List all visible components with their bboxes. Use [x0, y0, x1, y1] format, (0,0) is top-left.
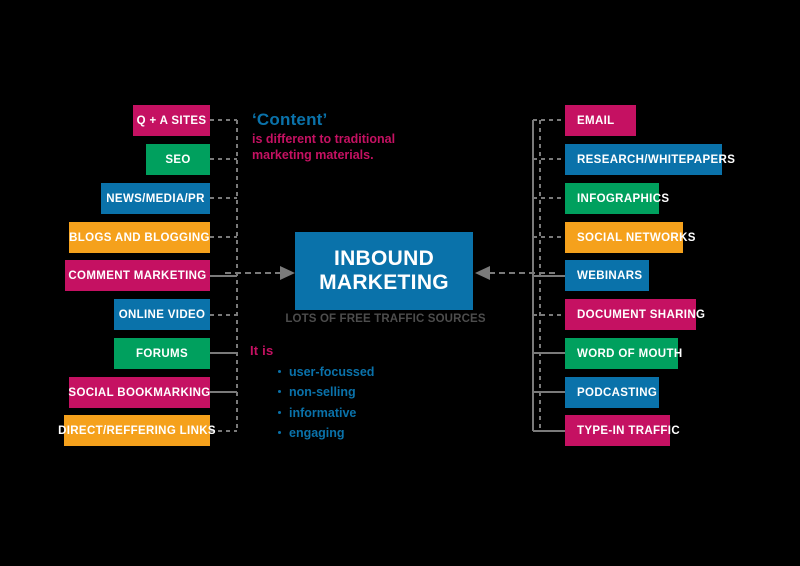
channel-right-infographics[interactable]: INFOGRAPHICS — [565, 183, 669, 214]
itis-bullet: user-focussed — [278, 362, 450, 382]
channel-label: NEWS/MEDIA/PR — [106, 192, 205, 205]
channel-right-email[interactable]: EMAIL — [565, 105, 636, 136]
channel-label: TYPE-IN TRAFFIC — [577, 424, 680, 437]
itis-bullet: engaging — [278, 423, 450, 443]
channel-label: PODCASTING — [577, 386, 658, 399]
channel-label: SEO — [165, 153, 191, 166]
channel-label: DIRECT/REFFERING LINKS — [58, 424, 216, 437]
itis-bullet-list: user-focussed non-selling informative en… — [250, 362, 450, 443]
channel-label: RESEARCH/WHITEPAPERS — [577, 153, 736, 166]
channel-right-type-in-traffic[interactable]: TYPE-IN TRAFFIC — [565, 415, 680, 446]
hub-subtitle: LOTS OF FREE TRAFFIC SOURCES — [285, 313, 486, 325]
channel-label: WEBINARS — [577, 269, 643, 282]
content-annotation: ‘Content’ is different to traditional ma… — [252, 110, 452, 163]
channel-left-direct-reffering-links[interactable]: DIRECT/REFFERING LINKS — [58, 415, 216, 446]
channel-label: SOCIAL BOOKMARKING — [68, 386, 211, 399]
channel-label: ONLINE VIDEO — [118, 308, 206, 321]
channel-right-podcasting[interactable]: PODCASTING — [565, 377, 659, 408]
channel-right-webinars[interactable]: WEBINARS — [565, 260, 649, 291]
channel-label: DOCUMENT SHARING — [577, 308, 706, 321]
channel-label: INFOGRAPHICS — [577, 192, 670, 205]
channel-right-research-whitepapers[interactable]: RESEARCH/WHITEPAPERS — [565, 144, 735, 175]
itis-bullet: non-selling — [278, 382, 450, 402]
channel-label: SOCIAL NETWORKS — [577, 231, 696, 244]
hub-title-line-1: INBOUND — [333, 247, 435, 271]
channel-right-document-sharing[interactable]: DOCUMENT SHARING — [565, 299, 705, 330]
channel-label: EMAIL — [577, 114, 615, 127]
right-feed-arrowhead — [475, 266, 490, 280]
content-annotation-headline: ‘Content’ — [252, 110, 328, 129]
channel-label: Q + A SITES — [136, 114, 207, 127]
left-feed-arrowhead — [280, 266, 295, 280]
content-annotation-body: is different to traditional marketing ma… — [252, 132, 396, 163]
channel-left-blogs-and-blogging[interactable]: BLOGS AND BLOGGING — [69, 222, 210, 253]
channel-label: BLOGS AND BLOGGING — [69, 231, 210, 244]
channel-label: WORD OF MOUTH — [577, 347, 683, 360]
channel-left-q-a-sites[interactable]: Q + A SITES — [133, 105, 210, 136]
itis-annotation-headline: It is — [250, 343, 274, 358]
channel-right-word-of-mouth[interactable]: WORD OF MOUTH — [565, 338, 682, 369]
channel-left-social-bookmarking[interactable]: SOCIAL BOOKMARKING — [68, 377, 211, 408]
channel-left-forums[interactable]: FORUMS — [114, 338, 210, 369]
channel-left-news-media-pr[interactable]: NEWS/MEDIA/PR — [101, 183, 210, 214]
inbound-marketing-hub[interactable]: INBOUND MARKETING — [295, 232, 473, 310]
channel-left-seo[interactable]: SEO — [146, 144, 210, 175]
channel-label: FORUMS — [136, 347, 188, 360]
hub-title-line-2: MARKETING — [319, 271, 449, 294]
channel-right-social-networks[interactable]: SOCIAL NETWORKS — [565, 222, 695, 253]
itis-bullet: informative — [278, 403, 450, 423]
itis-annotation: It is user-focussed non-selling informat… — [250, 343, 450, 443]
channel-left-comment-marketing[interactable]: COMMENT MARKETING — [65, 260, 210, 291]
channel-left-online-video[interactable]: ONLINE VIDEO — [114, 299, 210, 330]
channel-label: COMMENT MARKETING — [68, 269, 207, 282]
